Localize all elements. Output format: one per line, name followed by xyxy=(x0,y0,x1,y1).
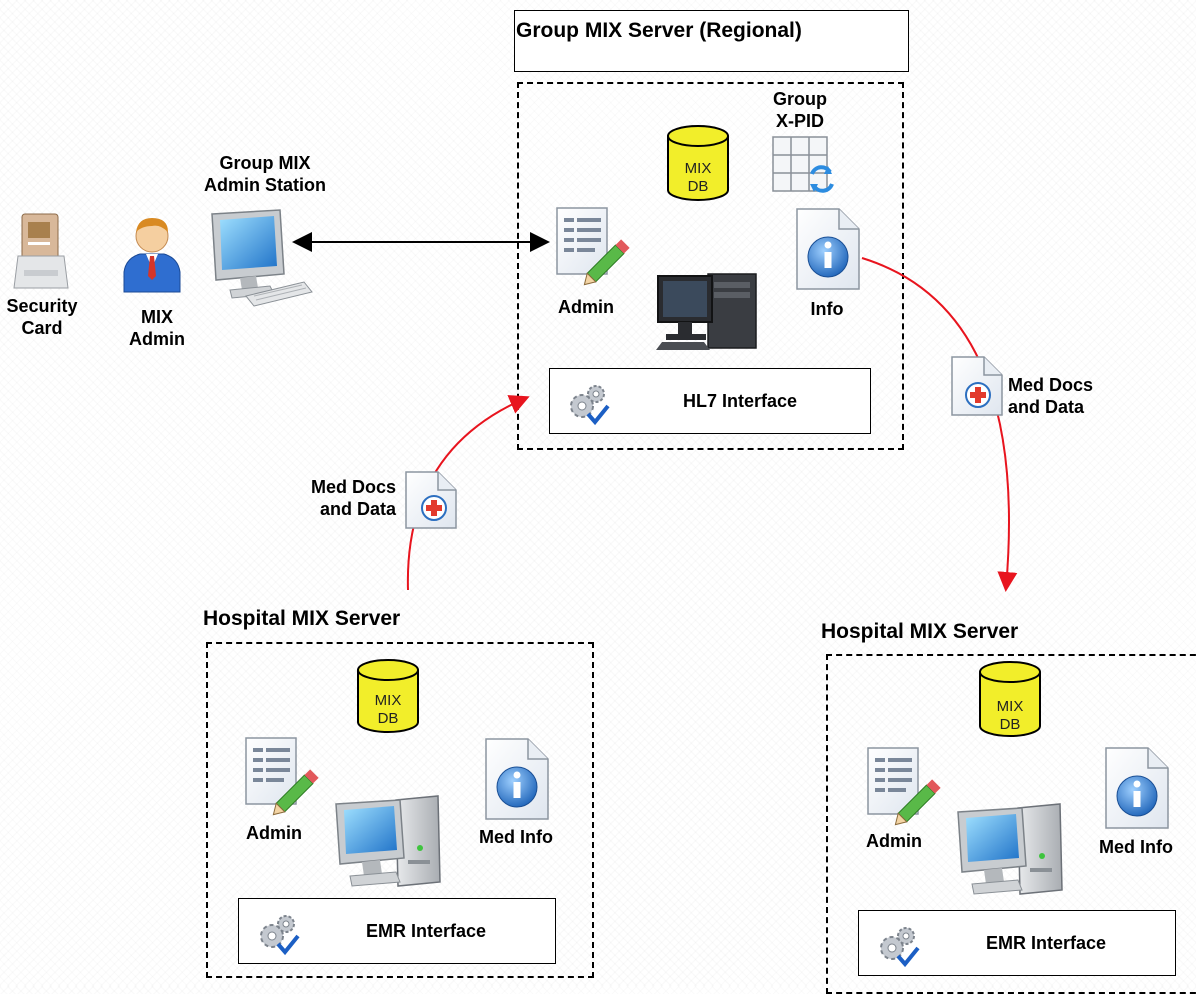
server-computer-icon xyxy=(335,795,441,887)
hospital-right-admin-label: Admin xyxy=(866,831,922,851)
security-card-label-1: Security xyxy=(6,296,78,316)
admin-edit-icon xyxy=(556,207,630,286)
mix-admin-label-2: Admin xyxy=(129,329,185,349)
regional-info-label: Info xyxy=(810,299,844,319)
hospital-left-db-label-1: MIX xyxy=(374,692,402,709)
hospital-left-db-label: MIX DB xyxy=(356,692,420,728)
admin-person-icon xyxy=(123,218,181,293)
security-card-label: Security Card xyxy=(4,295,80,339)
gears-check-icon xyxy=(880,927,920,968)
admin-edit-icon xyxy=(245,737,319,816)
hospital-right-db-label-2: DB xyxy=(999,716,1021,733)
hospital-right-title: Hospital MIX Server xyxy=(821,620,1019,643)
right-med-docs-label-2: and Data xyxy=(1008,397,1085,417)
regional-admin-label: Admin xyxy=(558,297,614,317)
left-med-docs-label-1: Med Docs xyxy=(310,477,396,497)
left-med-docs-label: Med Docs and Data xyxy=(286,476,396,520)
database-icon xyxy=(979,661,1041,737)
mix-admin-label-1: MIX xyxy=(140,307,173,327)
hl7-interface-box xyxy=(549,368,871,434)
admin-computer-icon xyxy=(211,209,313,307)
security-card-label-2: Card xyxy=(21,318,63,338)
regional-db-label-2: DB xyxy=(687,178,709,195)
info-document-icon xyxy=(796,208,860,290)
hospital-right-db-label-1: MIX xyxy=(996,698,1024,715)
admin-station-label-2: Admin Station xyxy=(204,175,326,195)
hospital-left-title: Hospital MIX Server xyxy=(203,607,401,630)
group-xpid-label: Group X-PID xyxy=(760,88,840,132)
regional-db-label: MIX DB xyxy=(666,160,730,196)
medical-document-icon xyxy=(405,471,457,529)
regional-title-box xyxy=(514,10,909,72)
left-med-docs-label-2: and Data xyxy=(319,499,396,519)
server-computer-icon xyxy=(957,803,1063,895)
hospital-right-db-label: MIX DB xyxy=(978,698,1042,734)
emr-interface-right-label: EMR Interface xyxy=(985,933,1107,953)
hospital-left-boundary xyxy=(206,642,594,978)
medical-document-icon xyxy=(951,356,1003,416)
admin-edit-icon xyxy=(867,747,941,826)
group-xpid-label-1: Group xyxy=(773,89,827,109)
hospital-right-info-label: Med Info xyxy=(1099,837,1173,857)
group-xpid-label-2: X-PID xyxy=(775,111,824,131)
info-document-icon xyxy=(1105,747,1169,829)
mix-admin-label: MIX Admin xyxy=(122,306,192,350)
admin-station-label-1: Group MIX xyxy=(219,153,311,173)
gears-check-icon xyxy=(260,915,300,956)
info-document-icon xyxy=(485,738,549,820)
database-icon xyxy=(357,659,419,733)
database-icon xyxy=(667,125,729,201)
gears-check-icon xyxy=(570,385,610,426)
regional-server-title: Group MIX Server (Regional) xyxy=(516,19,802,42)
emr-interface-left-label: EMR Interface xyxy=(365,921,487,941)
admin-station-label: Group MIX Admin Station xyxy=(190,152,340,196)
hl7-interface-label: HL7 Interface xyxy=(682,391,798,411)
hospital-left-admin-label: Admin xyxy=(246,823,302,843)
security-card-icon xyxy=(13,213,69,289)
regional-db-label-1: MIX xyxy=(684,160,712,177)
right-med-docs-label-1: Med Docs xyxy=(1008,375,1094,395)
server-computer-icon xyxy=(656,273,757,350)
xpid-table-sync-icon xyxy=(772,136,834,193)
right-med-docs-label: Med Docs and Data xyxy=(1008,374,1118,418)
hospital-left-info-label: Med Info xyxy=(479,827,553,847)
hospital-left-db-label-2: DB xyxy=(377,710,399,727)
